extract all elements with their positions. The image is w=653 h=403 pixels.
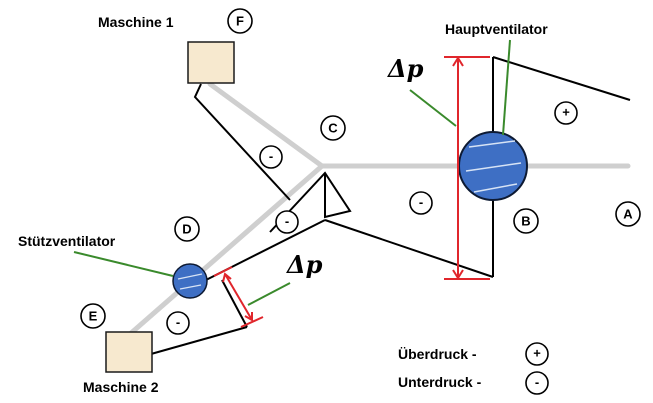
legend-underpressure-label: Unterdruck - [398, 374, 482, 390]
svg-text:E: E [89, 309, 98, 324]
svg-text:+: + [533, 346, 541, 361]
sign-minus-main-duct: - [409, 191, 433, 215]
marker-E: E [80, 303, 106, 329]
main-dim-arrow-top [452, 56, 464, 67]
aux-fan-blade [179, 284, 202, 290]
legend-overpressure-symbol: + [525, 342, 549, 366]
leader-lines [73, 39, 511, 306]
svg-text:-: - [419, 195, 423, 210]
main-fan-blade [473, 183, 518, 193]
sign-minus-junction: - [275, 210, 299, 234]
duct-walls [150, 56, 631, 355]
marker-C: C [320, 115, 346, 141]
airway-centerlines [127, 81, 631, 337]
duct-wall-junction-triangle [269, 171, 352, 233]
label-delta-p-aux: Δp [286, 250, 323, 279]
sign-plus-main: + [554, 101, 578, 125]
leader-stuetzventilator [73, 251, 174, 277]
label-maschine-1: Maschine 1 [98, 14, 174, 30]
svg-text:D: D [182, 222, 191, 237]
svg-text:C: C [328, 121, 338, 136]
main-fan-blade [465, 162, 522, 172]
airway-branch-upper [207, 81, 325, 169]
leader-hauptventilator [502, 39, 511, 136]
aux-fan [172, 263, 208, 299]
duct-wall-main-bottom [324, 219, 494, 278]
svg-text:-: - [269, 149, 273, 164]
sign-minus-aux-duct: - [166, 311, 190, 335]
aux-fan-body [172, 263, 208, 299]
main-fan-body [458, 131, 528, 201]
duct-wall-aux-end [221, 279, 248, 328]
aux-dim-line [224, 273, 253, 321]
marker-B: B [513, 208, 539, 234]
machine-2-box [105, 331, 153, 373]
svg-text:-: - [535, 375, 539, 390]
aux-dim-arrow-top [222, 272, 232, 283]
aux-fan-blade [177, 273, 203, 280]
label-delta-p-main: Δp [387, 54, 424, 83]
svg-text:B: B [521, 214, 530, 229]
leader-delta-p-aux [247, 282, 291, 306]
marker-A: A [615, 201, 641, 227]
leader-delta-p-main [409, 89, 457, 127]
svg-text:+: + [562, 105, 570, 120]
svg-text:-: - [176, 315, 180, 330]
marker-F: F [227, 8, 253, 34]
duct-wall-main-top [492, 56, 631, 101]
aux-dim-tick-top [213, 266, 233, 277]
duct-wall-upper-branch [193, 83, 291, 201]
svg-text:A: A [623, 207, 633, 222]
legend: Überdruck - + Unterdruck - - [398, 342, 549, 395]
label-maschine-2: Maschine 2 [83, 379, 159, 395]
main-pressure-dimension [444, 56, 490, 280]
main-fan-blade [468, 140, 516, 148]
legend-underpressure-symbol: - [525, 371, 549, 395]
aux-pressure-dimension [213, 266, 264, 328]
svg-text:-: - [285, 214, 289, 229]
duct-wall-aux-lower [150, 326, 248, 355]
svg-text:F: F [236, 14, 244, 29]
airway-branch-lower [127, 163, 325, 337]
label-stuetzventilator: Stützventilator [18, 233, 116, 249]
aux-dim-arrow-bottom [244, 312, 253, 322]
machine-1-box [187, 41, 235, 84]
aux-dim-tick-bottom [240, 316, 264, 328]
label-hauptventilator: Hauptventilator [445, 21, 548, 37]
marker-D: D [174, 216, 200, 242]
main-dim-arrow-bottom [452, 269, 464, 280]
main-fan [458, 131, 528, 201]
legend-overpressure-label: Überdruck - [398, 346, 477, 362]
sign-minus-upper-branch: - [259, 145, 283, 169]
